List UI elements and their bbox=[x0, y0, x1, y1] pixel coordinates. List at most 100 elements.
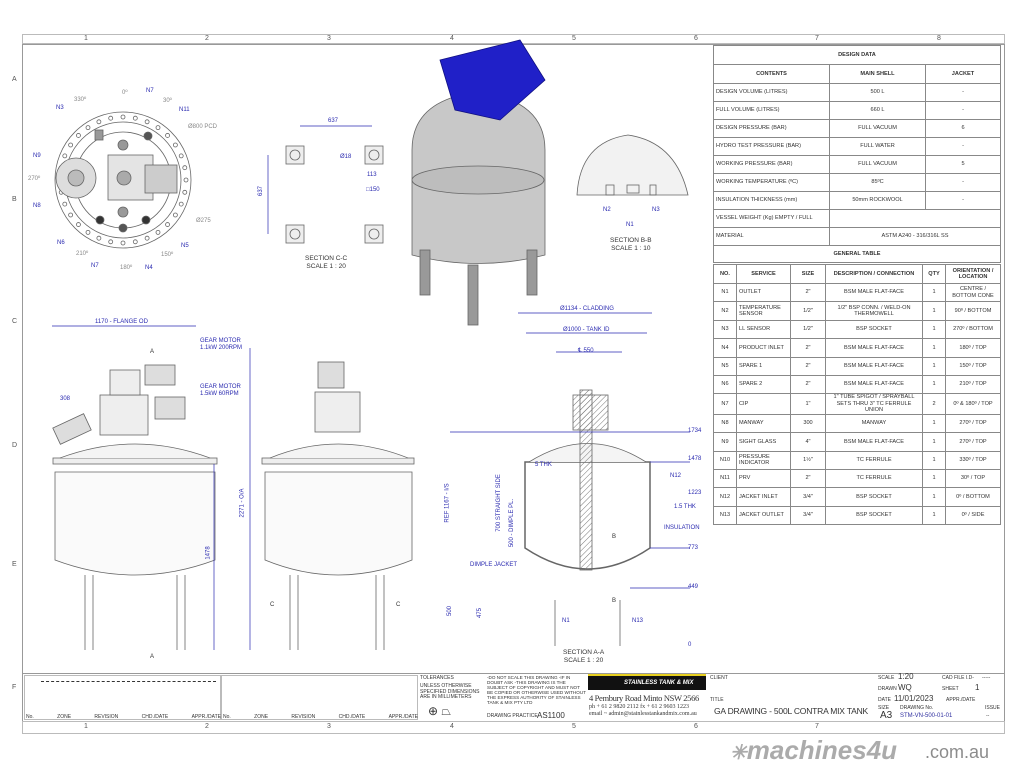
zone-letter: E bbox=[12, 561, 17, 568]
company-email: email ~ admin@stainlesstankandmix.com.au bbox=[589, 711, 697, 717]
description: BSP SOCKET bbox=[825, 505, 923, 526]
label-text: 1.1kW 200RPM bbox=[200, 345, 243, 351]
size-value: A3 bbox=[880, 710, 893, 721]
section-aa-view bbox=[524, 389, 651, 646]
practice-value: AS1100 bbox=[537, 711, 565, 720]
drawing-title: GA DRAWING - 500L CONTRA MIX TANK bbox=[714, 706, 868, 716]
callout-label: DIMPLE JACKET bbox=[470, 562, 518, 568]
zone-number: 1 bbox=[84, 35, 88, 42]
dimension-label: Ø1000 - TANK ID bbox=[563, 327, 610, 333]
bolt-hole bbox=[120, 114, 126, 120]
bolt-hole bbox=[182, 189, 188, 195]
col-header: ZONE bbox=[254, 714, 269, 720]
zone-letter: F bbox=[12, 684, 17, 691]
title-block bbox=[22, 673, 1005, 721]
title-label: TITLE bbox=[710, 697, 724, 703]
col-header: No. bbox=[223, 714, 231, 720]
bolt-hole bbox=[76, 133, 81, 138]
angle-label: 330º bbox=[74, 97, 87, 103]
zone-number: 8 bbox=[937, 35, 941, 42]
zone-letter: C bbox=[12, 318, 18, 325]
bolt-hole bbox=[62, 153, 68, 159]
caption-scale: SCALE 1 : 20 bbox=[563, 657, 604, 664]
bolt-hole bbox=[182, 165, 188, 171]
isometric-view bbox=[411, 39, 546, 326]
label-text: GEAR MOTOR bbox=[200, 384, 241, 390]
section-bb-view bbox=[576, 134, 689, 196]
dimension-label: 308 bbox=[60, 396, 71, 402]
zone-bar-bottom bbox=[22, 721, 1005, 734]
bolt-hole bbox=[85, 125, 91, 131]
bolt-hole bbox=[155, 125, 161, 131]
zone-number: 4 bbox=[450, 35, 454, 42]
dimension-label: 700 STRAIGHT SIDE bbox=[495, 474, 502, 532]
dimension-label: 475 bbox=[477, 607, 484, 619]
bolt-hole bbox=[85, 229, 91, 235]
description: BSM MALE FLAT-FACE bbox=[825, 374, 923, 395]
zone-letter: B bbox=[12, 196, 17, 203]
bolt-hole bbox=[96, 119, 102, 125]
bolt-hole bbox=[178, 153, 184, 159]
bolt-hole bbox=[120, 240, 126, 246]
nozzle-tag: N7 bbox=[146, 88, 154, 94]
issue-label: ISSUE bbox=[985, 705, 1001, 711]
col-header: No. bbox=[26, 714, 34, 720]
dimension-label: 1.5 THK bbox=[674, 504, 696, 510]
section-marker: C bbox=[396, 602, 401, 608]
zone-number: 3 bbox=[327, 723, 331, 730]
bolt-hole bbox=[108, 115, 114, 121]
nozzle-tag: N8 bbox=[33, 203, 41, 209]
bolt-hole bbox=[68, 142, 74, 148]
bolt-hole bbox=[144, 119, 150, 125]
level-label: 1734 bbox=[688, 428, 702, 434]
nozzle-tag: N13 bbox=[632, 618, 644, 624]
zone-number: 5 bbox=[572, 723, 576, 730]
zone-number: 7 bbox=[815, 35, 819, 42]
zone-letter: D bbox=[12, 442, 18, 449]
table-row: DESIGN VOLUME (LITRES)500 L- bbox=[713, 83, 1001, 102]
col-header: APPR./DATE bbox=[388, 714, 418, 720]
dimension-label: □150 bbox=[366, 187, 380, 193]
zone-number: 2 bbox=[205, 35, 209, 42]
section-marker: B bbox=[612, 534, 617, 540]
sheet-label: SHEET bbox=[942, 686, 959, 692]
col-header: CHD./DATE bbox=[141, 714, 169, 720]
nozzle-tag: N1 bbox=[626, 222, 634, 228]
dimension-label: 1478 bbox=[205, 546, 212, 560]
zone-number: 1 bbox=[84, 723, 88, 730]
label-text: 1.5kW 60RPM bbox=[200, 391, 239, 397]
angle-label: 210º bbox=[76, 251, 89, 257]
pcd-label: Ø800 PCD bbox=[188, 124, 218, 130]
angle-label: 150º bbox=[161, 252, 174, 258]
appr-label: APPR./DATE bbox=[946, 697, 976, 703]
section-cc-view bbox=[285, 145, 384, 244]
asterisk-logo-icon: ✳ bbox=[730, 742, 747, 764]
company-logo: STAINLESS TANK & MIX bbox=[588, 674, 706, 690]
dimension-label: 500 bbox=[447, 605, 454, 617]
scale-label: SCALE bbox=[878, 675, 895, 681]
side-view bbox=[261, 361, 415, 650]
sheet-value: 1 bbox=[975, 683, 980, 692]
bolt-hole bbox=[178, 201, 184, 207]
section-marker: B bbox=[612, 598, 617, 604]
orientation: 210º / TOP bbox=[945, 374, 1001, 395]
nozzle-tag: N11 bbox=[179, 107, 190, 113]
dimension-label: 637 bbox=[328, 118, 339, 124]
date-label: DATE bbox=[878, 697, 891, 703]
issue-value: -- bbox=[986, 713, 990, 719]
service: SPARE 2 bbox=[736, 374, 791, 395]
bolt-hole bbox=[183, 177, 189, 183]
